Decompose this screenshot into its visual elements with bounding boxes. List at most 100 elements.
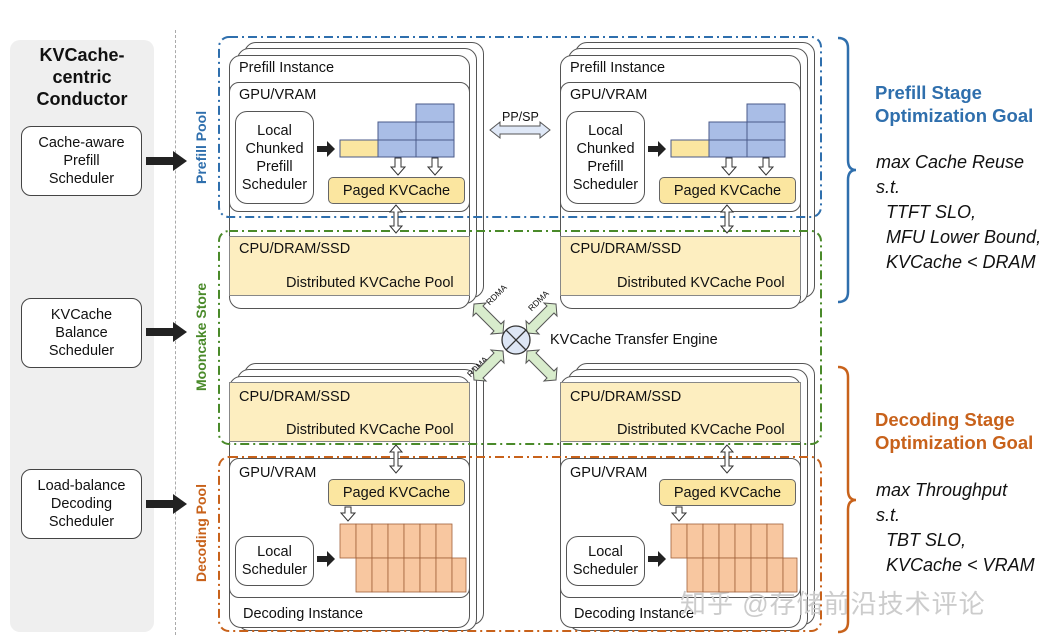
kv-block bbox=[702, 557, 720, 593]
pp-sp-label: PP/SP bbox=[502, 110, 539, 124]
kv-block bbox=[419, 523, 437, 559]
kv-block bbox=[734, 523, 752, 559]
kv-block bbox=[403, 557, 421, 593]
prefill-goal-title: Prefill Stage Optimization Goal bbox=[875, 82, 1034, 126]
conductor-title: KVCache- centric Conductor bbox=[36, 45, 128, 109]
cpu-dram-ssd-box bbox=[229, 382, 470, 442]
load-balance-decoding-scheduler: Load-balance Decoding Scheduler bbox=[21, 469, 142, 539]
kv-block bbox=[415, 139, 455, 158]
kv-block bbox=[415, 121, 455, 141]
down-arrow-icon bbox=[757, 157, 775, 176]
arrow-icon bbox=[146, 151, 187, 171]
gpu-vram-label: GPU/VRAM bbox=[239, 87, 317, 103]
watermark: 知乎 @存储前沿技术评论 bbox=[680, 589, 986, 619]
distributed-kvcache-pool-label: Distributed KVCache Pool bbox=[617, 422, 785, 438]
rdma-arrow-icon bbox=[472, 349, 505, 382]
kv-block bbox=[435, 557, 453, 593]
kv-block bbox=[734, 557, 752, 593]
cpu-dram-ssd-label: CPU/DRAM/SSD bbox=[239, 241, 351, 257]
arrow-icon bbox=[146, 494, 187, 514]
decoding-blocks-left bbox=[339, 523, 467, 593]
kv-block bbox=[419, 557, 437, 593]
kv-block bbox=[766, 557, 784, 593]
kv-block bbox=[451, 557, 467, 593]
kv-block bbox=[435, 523, 453, 559]
kv-block bbox=[355, 557, 373, 593]
prefill-instance-title: Prefill Instance bbox=[239, 60, 335, 76]
arrow-icon bbox=[317, 551, 335, 567]
decoding-goal-text: max Throughput s.t. TBT SLO, KVCache < V… bbox=[876, 480, 1035, 575]
local-scheduler: Local Scheduler bbox=[566, 536, 645, 586]
updown-arrow-icon bbox=[388, 444, 404, 474]
kv-block bbox=[718, 557, 736, 593]
distributed-kvcache-pool-label: Distributed KVCache Pool bbox=[286, 275, 454, 291]
kv-block bbox=[708, 139, 748, 158]
paged-kvcache: Paged KVCache bbox=[659, 177, 796, 204]
decoding-instance-title: Decoding Instance bbox=[243, 606, 364, 622]
kv-block bbox=[371, 557, 389, 593]
prefill-blocks-left bbox=[339, 103, 455, 158]
kvcache-balance-scheduler: KVCache Balance Scheduler bbox=[21, 298, 142, 368]
kv-block bbox=[686, 557, 704, 593]
kv-block bbox=[670, 523, 688, 559]
prefill-brace bbox=[837, 36, 857, 304]
kv-block bbox=[718, 523, 736, 559]
kv-block bbox=[387, 557, 405, 593]
kv-block bbox=[766, 523, 784, 559]
token-chunk bbox=[670, 139, 710, 158]
distributed-kvcache-pool-label: Distributed KVCache Pool bbox=[617, 275, 785, 291]
arrow-icon bbox=[648, 551, 666, 567]
store-pool-border bbox=[218, 230, 822, 445]
kv-block bbox=[782, 557, 798, 593]
cache-aware-prefill-scheduler: Cache-aware Prefill Scheduler bbox=[21, 126, 142, 196]
kv-block bbox=[403, 523, 421, 559]
cpu-dram-ssd-box bbox=[560, 382, 801, 442]
gpu-vram-label: GPU/VRAM bbox=[570, 465, 648, 481]
kv-block bbox=[708, 121, 748, 141]
vertical-double-arrows bbox=[388, 204, 735, 474]
cpu-dram-ssd-label: CPU/DRAM/SSD bbox=[239, 389, 351, 405]
kv-block bbox=[371, 523, 389, 559]
decoding-blocks-right bbox=[670, 523, 798, 593]
arrow-icon bbox=[146, 322, 187, 342]
kv-block bbox=[355, 523, 373, 559]
down-arrow-icon bbox=[426, 157, 444, 176]
arrow-icon bbox=[317, 141, 335, 157]
decoding-pool-border bbox=[218, 456, 822, 632]
paged-kvcache: Paged KVCache bbox=[659, 479, 796, 506]
kv-block bbox=[387, 523, 405, 559]
decoding-goal-title: Decoding Stage Optimization Goal bbox=[875, 409, 1034, 453]
kv-block bbox=[750, 523, 768, 559]
down-arrow-icon bbox=[670, 506, 688, 522]
kv-block bbox=[746, 139, 786, 158]
kv-block bbox=[746, 121, 786, 141]
rdma-arrow-icon bbox=[525, 302, 558, 335]
kv-block bbox=[339, 523, 357, 559]
kv-block bbox=[377, 139, 417, 158]
gpu-vram-label: GPU/VRAM bbox=[239, 465, 317, 481]
down-arrow-icon bbox=[720, 157, 738, 176]
kv-block bbox=[702, 523, 720, 559]
kv-block bbox=[686, 523, 704, 559]
kv-block bbox=[377, 121, 417, 141]
rdma-arrow-icon bbox=[472, 302, 505, 335]
updown-arrow-icon bbox=[388, 204, 404, 234]
down-arrow-icon bbox=[389, 157, 407, 176]
prefill-goal-text: max Cache Reuse s.t. TTFT SLO, MFU Lower… bbox=[876, 152, 1042, 272]
paged-kvcache: Paged KVCache bbox=[328, 177, 465, 204]
rdma-arrow-icon bbox=[525, 349, 558, 382]
kv-block bbox=[746, 103, 786, 123]
decoding-brace bbox=[837, 365, 857, 634]
updown-arrow-icon bbox=[719, 444, 735, 474]
local-chunked-prefill-scheduler: Local Chunked Prefill Scheduler bbox=[235, 111, 314, 204]
cpu-dram-ssd-label: CPU/DRAM/SSD bbox=[570, 389, 682, 405]
down-arrows bbox=[339, 157, 775, 522]
cpu-dram-ssd-label: CPU/DRAM/SSD bbox=[570, 241, 682, 257]
kv-block bbox=[750, 557, 768, 593]
updown-arrow-icon bbox=[719, 204, 735, 234]
distributed-kvcache-pool-label: Distributed KVCache Pool bbox=[286, 422, 454, 438]
gpu-vram-label: GPU/VRAM bbox=[570, 87, 648, 103]
transfer-engine-label: KVCache Transfer Engine bbox=[550, 332, 718, 348]
conductor-arrows bbox=[146, 151, 187, 514]
